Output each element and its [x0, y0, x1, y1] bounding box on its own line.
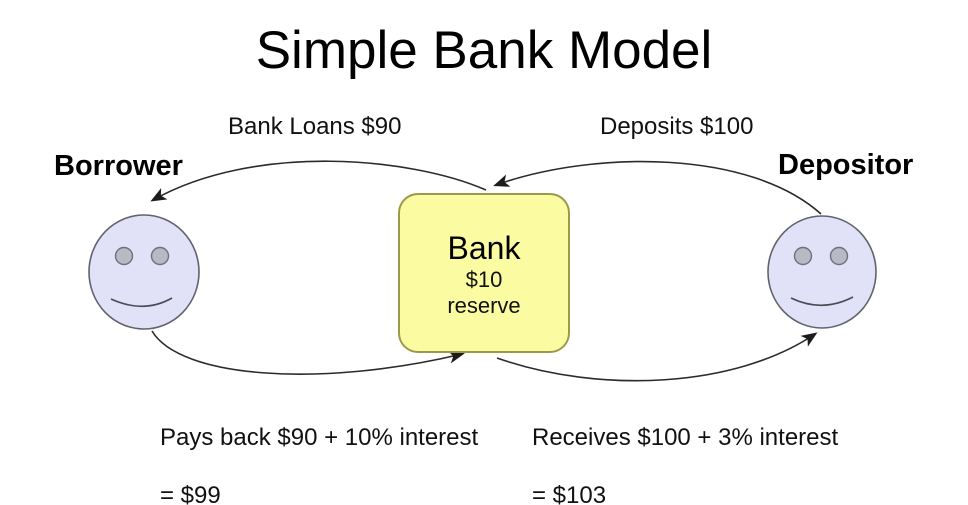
borrower-right-eye — [150, 246, 170, 266]
borrower-label: Borrower — [54, 150, 183, 182]
bank-node: Bank $10 reserve — [398, 193, 570, 353]
payback-line2: = $99 — [160, 482, 221, 505]
depositor-smile — [790, 296, 854, 307]
receive-flow-label: Receives $100 + 3% interest = $103 — [532, 394, 838, 505]
depositor-label: Depositor — [778, 149, 914, 181]
deposit-flow-label: Deposits $100 — [600, 113, 754, 140]
payback-line1: Pays back $90 + 10% interest — [160, 424, 479, 451]
page-title: Simple Bank Model — [255, 21, 713, 80]
borrower-face-icon — [88, 214, 200, 330]
depositor-left-eye — [793, 246, 813, 266]
payback-flow-label: Pays back $90 + 10% interest = $99 — [160, 394, 478, 505]
bank-reserve-amount: $10 — [465, 267, 503, 292]
loan-flow-label: Bank Loans $90 — [228, 113, 402, 140]
deposit-arrow — [493, 160, 822, 215]
borrower-smile — [110, 297, 173, 308]
bank-name: Bank — [447, 230, 521, 266]
depositor-right-eye — [829, 246, 849, 266]
borrower-left-eye — [114, 246, 134, 266]
depositor-face-icon — [767, 215, 877, 329]
loan-arrow — [150, 160, 487, 202]
receive-line2: = $103 — [532, 482, 607, 505]
bank-reserve-word: reserve — [447, 293, 521, 318]
payback-arrow — [151, 330, 465, 375]
receive-arrow — [496, 332, 818, 382]
receive-line1: Receives $100 + 3% interest — [532, 424, 839, 451]
flow-arrows — [150, 160, 822, 382]
